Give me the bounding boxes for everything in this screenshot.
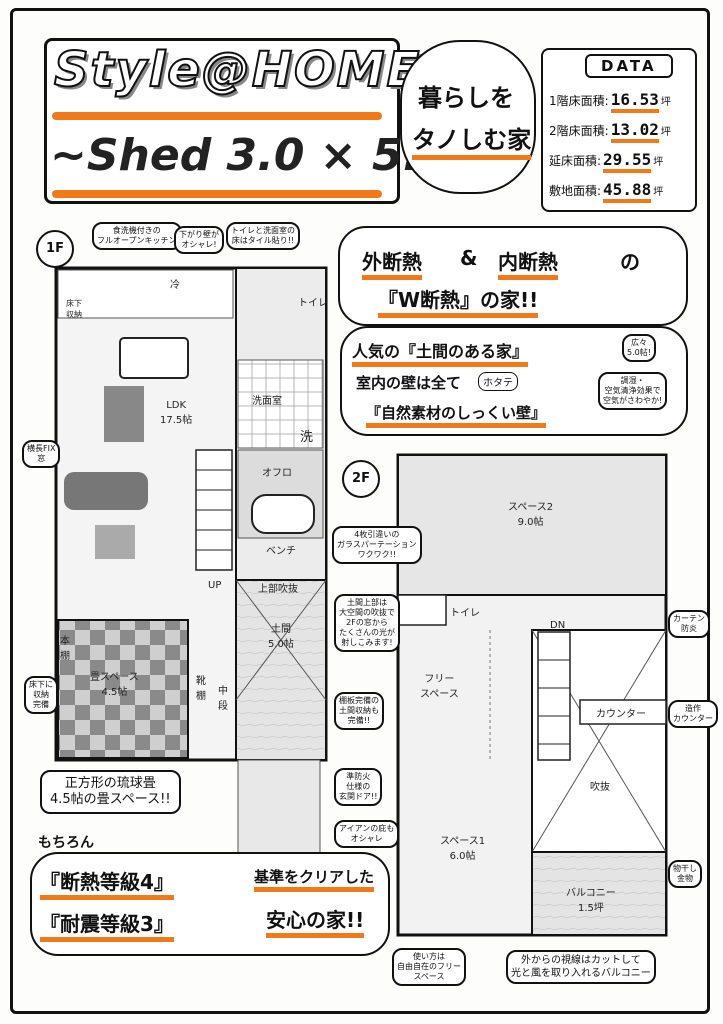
subtitle-cloud <box>400 40 536 194</box>
subtitle-line1: 暮らしを <box>418 84 514 112</box>
room-toilet-1f: トイレ <box>298 298 328 309</box>
room-bench: ベンチ <box>266 546 296 557</box>
data-value: 16.53 <box>610 90 659 113</box>
inner-insulation: 内断熱 <box>498 246 558 280</box>
room-free-space: フリー スペース <box>420 674 459 700</box>
data-value: 13.02 <box>610 120 659 143</box>
middle-shelf-label: 中 段 <box>218 686 228 712</box>
note-doma-size: 広々 5.0帖! <box>622 334 656 362</box>
room-ofuro: オフロ <box>262 468 292 479</box>
data-unit: 坪 <box>653 157 664 168</box>
note-hanger: 物干し 金物 <box>668 860 702 888</box>
title-box <box>44 38 400 204</box>
sub-title: ~Shed 3.0 × 5.5 <box>50 130 450 181</box>
bookshelf-label: 本 棚 <box>60 636 70 662</box>
room-ldk: LDK 17.5帖 <box>160 400 193 426</box>
note-iron-eaves: アイアンの庇も オシャレ <box>334 820 400 848</box>
page-frame <box>10 8 710 1014</box>
data-label: 2階床面積: <box>549 124 609 138</box>
room-toilet-2f: トイレ <box>450 608 480 619</box>
w-insulation-house: 『W断熱』の家!! <box>378 284 539 318</box>
subtitle-line2: タノしむ家 <box>412 120 532 160</box>
room-void: 吹抜 <box>590 782 610 793</box>
note-balcony: 外からの視線はカットして 光と風を取り入れるバルコニー <box>506 950 656 984</box>
underfloor-storage-label: 床下 収納 <box>66 299 82 319</box>
data-unit: 坪 <box>653 187 664 198</box>
note-curtain: カーテン 防炎 <box>668 610 710 638</box>
floor2-label: 2F <box>342 460 380 498</box>
room-tatami: 畳スペース 4.5帖 <box>90 672 139 698</box>
note-tatami-storage: 床下に 収納 完備 <box>24 676 58 714</box>
title-underline-1 <box>52 112 382 120</box>
data-value: 45.88 <box>603 180 652 203</box>
ampersand: & <box>460 246 478 270</box>
particle-no: の <box>620 250 640 274</box>
data-label: 敷地面積: <box>549 184 602 198</box>
mochiron-label: もちろん <box>38 835 94 851</box>
floor1-label: 1F <box>36 230 74 268</box>
safe-house: 安心の家!! <box>266 904 365 938</box>
room-space2: スペース2 9.0帖 <box>508 502 554 528</box>
room-senmen: 洗面室 <box>252 396 282 407</box>
hotate-label: ホタテ <box>478 372 518 391</box>
data-title: DATA <box>585 54 673 78</box>
standard-cleared: 基準をクリアした <box>254 866 375 892</box>
main-title: Style@HOME <box>53 41 422 99</box>
room-balcony: バルコニー 1.5坪 <box>566 888 616 914</box>
note-toilet-floor: トイレと洗面室の 床はタイル貼り!! <box>226 222 300 250</box>
data-unit: 坪 <box>660 127 671 138</box>
note-ryukyu-tatami: 正方形の琉球畳 4.5帖の畳スペース!! <box>40 770 181 814</box>
washer-label: 洗 <box>300 430 314 445</box>
room-space1: スペース1 6.0帖 <box>440 836 486 862</box>
insulation-grade: 『断熱等級4』 <box>40 866 174 900</box>
note-free-space: 使い方は 自由自在のフリー スペース <box>392 948 466 986</box>
note-wall-effect: 調湿・ 空気清浄効果で 空気がさわやか! <box>598 372 668 410</box>
note-shelf-storage: 棚板完備の 土間収納も 完備!! <box>334 692 384 730</box>
note-doma-void: 土間上部は 大空間の吹抜で 2Fの窓から たくさんの光が 射しこみます! <box>334 594 400 652</box>
outer-insulation: 外断熱 <box>362 246 422 280</box>
shoe-shelf-label: 靴 棚 <box>196 676 206 702</box>
fridge-label: 冷 <box>170 280 180 291</box>
data-value: 29.55 <box>603 150 652 173</box>
doma-house-line: 人気の『土間のある家』 <box>352 338 529 367</box>
wall-line2: 『自然素材のしっくい壁』 <box>366 402 547 428</box>
stair-up-label: UP <box>208 580 222 591</box>
note-sagari-kabe: 下がり壁が オシャレ! <box>174 226 224 254</box>
title-underline-2 <box>52 190 382 198</box>
note-kitchen: 食洗機付きの フルオープンキッチン <box>92 222 182 250</box>
stair-down-label: DN <box>550 620 566 631</box>
wall-line1: 室内の壁は全て <box>356 374 462 392</box>
note-fireproof-door: 準防火 仕様の 玄関ドア!! <box>334 768 383 806</box>
upper-void-label: 上部吹抜 <box>258 584 298 595</box>
data-label: 1階床面積: <box>549 94 609 108</box>
room-doma: 土間 5.0帖 <box>268 624 294 650</box>
data-label: 延床面積: <box>549 154 602 168</box>
note-counter: 造作 カウンター <box>668 700 718 728</box>
counter-label: カウンター <box>596 709 646 720</box>
note-fix-window: 横長FIX 窓 <box>22 440 61 468</box>
data-unit: 坪 <box>660 97 671 108</box>
note-glass-partition: 4枚引違いの ガラスパーテーション ワクワク!! <box>332 526 422 564</box>
seismic-grade: 『耐震等級3』 <box>40 908 174 942</box>
